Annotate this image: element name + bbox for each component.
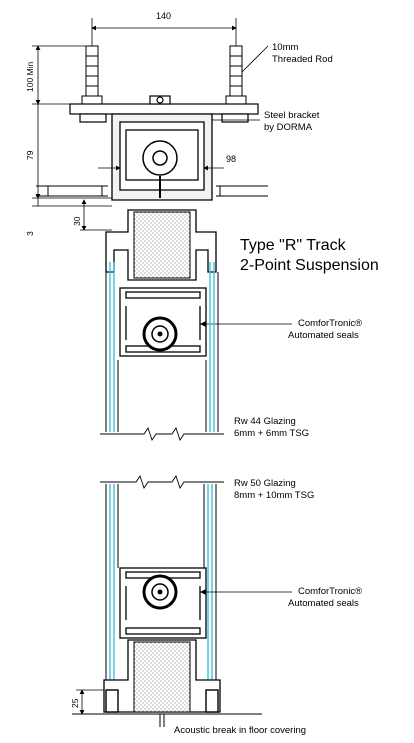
glass-pane-lower [109,484,213,684]
dimension-left-vertical [32,45,112,231]
floor-line [72,713,262,727]
floor-note-label: Acoustic break in floor covering [174,725,306,736]
track-roller [142,140,178,198]
track-type-label-line1: Type "R" Track [240,237,347,254]
dimension-98-label: 98 [226,154,236,164]
insulation-bottom [133,641,191,713]
threaded-rod-right [225,45,247,105]
threaded-rod-leader [241,45,269,73]
seal-bottom-label-line2: Automated seals [288,598,359,609]
dimension-track-thickness-label: 3 [25,231,35,236]
track-type-label-line2: 2-Point Suspension [240,257,379,274]
dimension-width-top [91,18,237,58]
seal-top-label-line1: ComforTronic® [298,318,362,329]
seal-mechanism-top [142,316,178,352]
dimension-rod-height-label: 100 Min [25,61,35,92]
seal-bottom-label-line1: ComforTronic® [298,586,362,597]
break-line-lower [100,474,224,490]
seal-mechanism-bottom [142,574,178,610]
bottom-seal-lips [105,689,219,713]
dimension-bracket-height-label: 79 [25,150,35,160]
threaded-rod-label-line1: 10mm [272,42,298,53]
dimension-width-label: 140 [156,11,171,21]
dimension-floor-gap [76,689,104,715]
glazing44-label-line1: Rw 44 Glazing [234,416,296,427]
dimension-track-gap-label: 30 [72,216,82,226]
glazing50-label-line1: Rw 50 Glazing [234,478,296,489]
break-line-upper [100,426,224,442]
ceiling-line [36,185,268,197]
bracket-label-line2: by DORMA [264,122,313,133]
threaded-rod-label-line2: Threaded Rod [272,54,333,65]
bracket-label-line1: Steel bracket [264,110,320,121]
seal-bottom-arrow [200,589,206,595]
seal-top-arrow [200,321,206,327]
panel-frame-lower [105,484,217,690]
seal-top-label-line2: Automated seals [288,330,359,341]
glazing44-label-line2: 6mm + 6mm TSG [234,428,309,439]
panel-frame-upper [105,272,219,432]
glazing50-label-line2: 8mm + 10mm TSG [234,490,314,501]
threaded-rod-left [81,45,103,105]
glass-pane-upper [109,262,215,432]
insulation-top [133,211,191,279]
dimension-floor-gap-label: 25 [70,698,80,708]
